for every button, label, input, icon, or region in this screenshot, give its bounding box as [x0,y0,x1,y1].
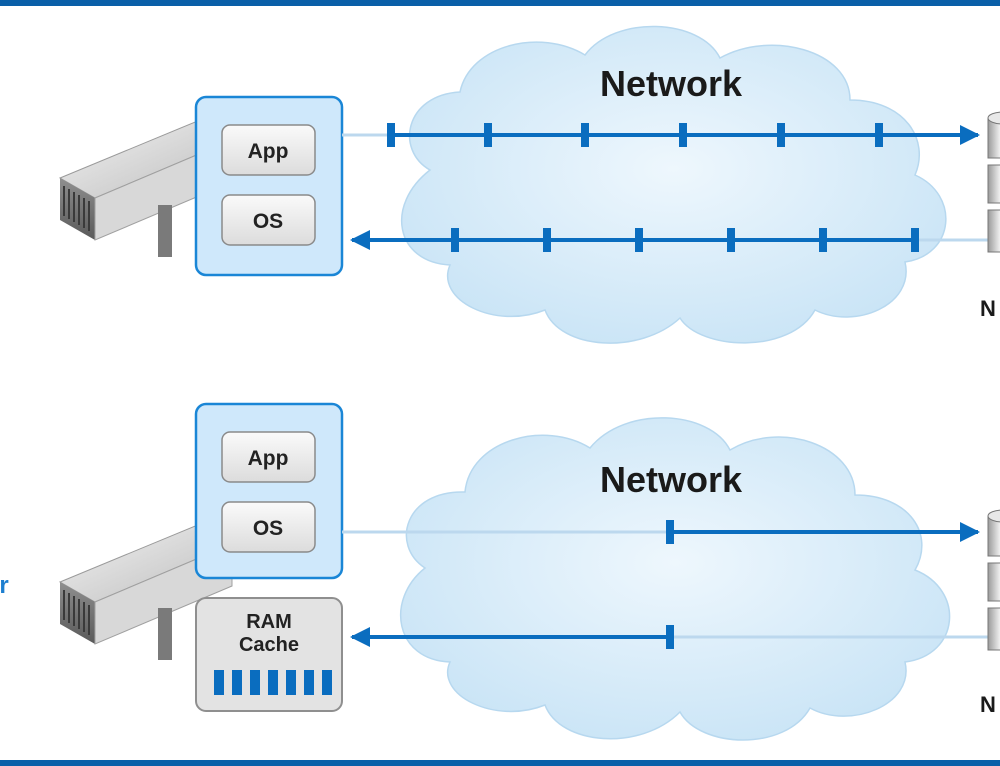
top-os-box [221,194,316,246]
top-os-label: OS [253,210,283,233]
bottom-cloud [400,417,951,741]
bottom-os-box [221,501,316,553]
bottom-side-label: er [0,572,9,599]
ram-cache-label-line2: Cache [239,634,299,656]
bottom-app-label: App [248,447,289,470]
ram-cache-blocks [214,670,332,695]
bottom-request-arrow [342,520,980,544]
top-response-arrow [350,228,990,252]
top-border [0,0,1000,6]
bottom-response-arrow [350,625,990,649]
top-request-arrow [342,123,980,147]
top-app-label: App [248,140,289,163]
top-storage-label: N [980,296,996,321]
top-storage-icon [987,111,1000,253]
top-network-label: Network [600,63,743,104]
ram-cache-label-line1: RAM [246,611,292,633]
bottom-network-label: Network [600,459,743,500]
bottom-app-box [221,431,316,483]
top-software-stack [194,95,344,277]
bottom-os-label: OS [253,517,283,540]
bottom-storage-label: N [980,692,996,717]
top-cloud [400,25,947,344]
bottom-storage-icon [987,509,1000,651]
bottom-border [0,760,1000,766]
top-app-box [221,124,316,176]
